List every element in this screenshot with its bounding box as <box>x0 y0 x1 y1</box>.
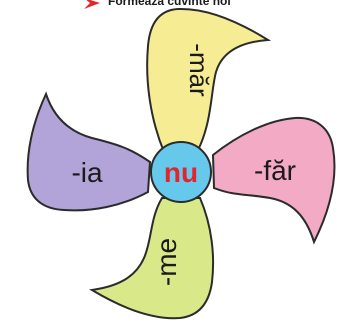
exercise-instruction: Formează cuvinte noi <box>108 0 231 8</box>
petal-bottom-label: -me <box>151 238 182 286</box>
petal-left-label: -ia <box>71 157 103 188</box>
center-label: nu <box>164 157 198 188</box>
red-arrow-icon <box>84 0 100 9</box>
petal-left <box>28 94 150 210</box>
petal-top-label: -măr <box>184 43 214 97</box>
exercise-header: Formează cuvinte noi <box>84 0 231 9</box>
petal-right-label: -făr <box>254 155 296 186</box>
